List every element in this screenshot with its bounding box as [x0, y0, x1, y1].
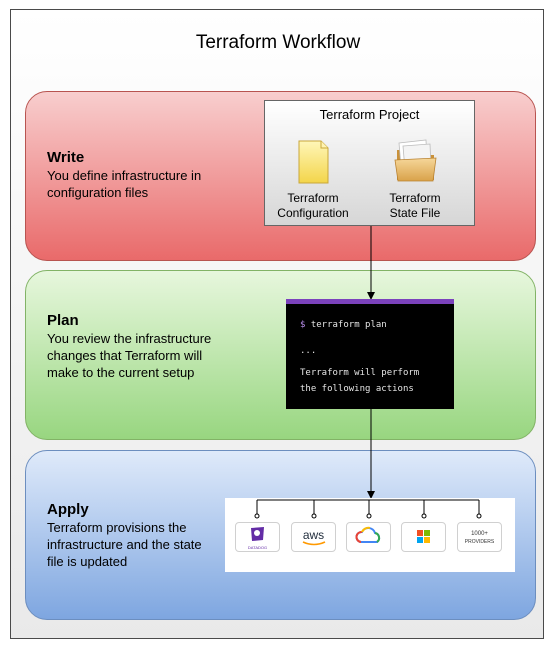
- datadog-logo: [251, 527, 264, 541]
- diagram-title: Terraform Workflow: [195, 32, 361, 53]
- terminal-prompt: $: [300, 320, 306, 330]
- write-title: Write: [47, 149, 85, 166]
- terminal-command-line: $ terraform plan: [300, 320, 387, 330]
- project-title: Terraform Project: [319, 107, 420, 122]
- terminal-output-line2: the following actions: [300, 384, 414, 394]
- apply-title: Apply: [47, 501, 89, 518]
- more-providers: [457, 522, 502, 552]
- terminal-window: [286, 299, 454, 409]
- folder-icon: [394, 139, 437, 182]
- google-cloud-logo: [355, 526, 381, 543]
- terminal-output-line1: Terraform will perform: [300, 368, 420, 378]
- apply-description: Terraform provisions the infrastructure …: [47, 520, 202, 569]
- file-icon: [298, 140, 329, 184]
- aws-provider: [291, 522, 336, 552]
- write-description: You define infrastructure in configurati…: [47, 168, 202, 200]
- plan-title: Plan: [47, 312, 79, 329]
- more-providers-label: PROVIDERS: [464, 539, 495, 545]
- config-file-label: Terraform Configuration: [277, 191, 349, 220]
- plan-description: You review the infrastructure changes th…: [47, 331, 212, 380]
- state-file-label: Terraform State File: [389, 191, 441, 220]
- aws-logo: [302, 541, 326, 546]
- azure-logo: [417, 530, 430, 543]
- aws-label: aws: [302, 528, 325, 542]
- azure-provider: [401, 522, 446, 552]
- terminal-ellipsis: ...: [300, 346, 317, 356]
- more-providers-count: 1000+: [471, 531, 488, 537]
- terminal-command: terraform plan: [310, 320, 387, 330]
- datadog-label: DATADOG: [247, 545, 268, 550]
